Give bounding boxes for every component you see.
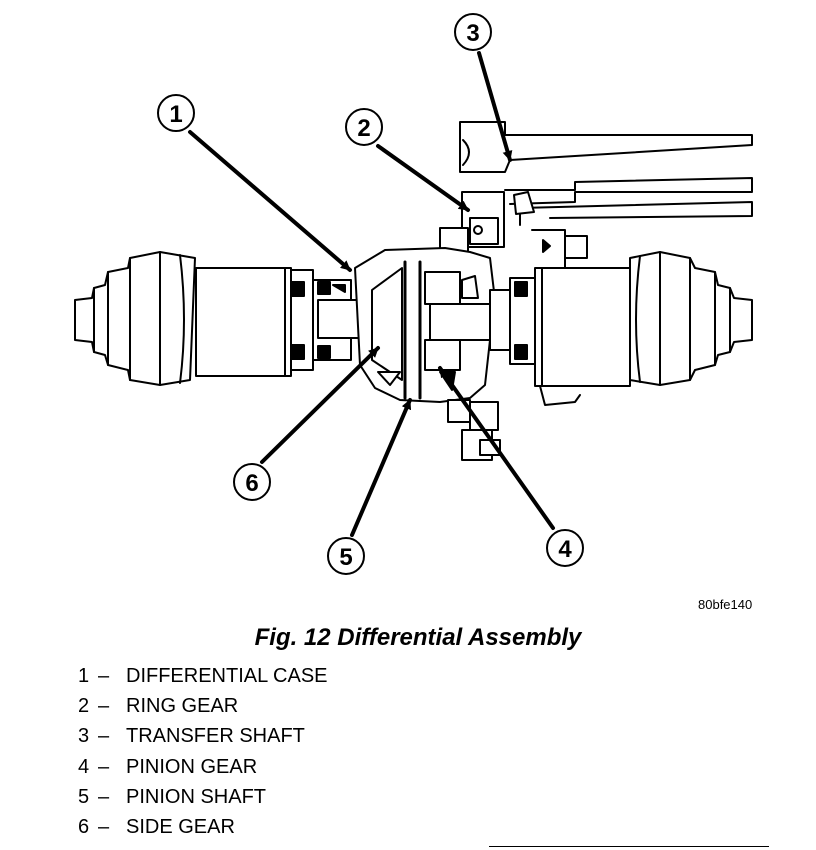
legend-list: 1–DIFFERENTIAL CASE 2–RING GEAR 3–TRANSF… xyxy=(78,663,328,844)
legend-number: 4 xyxy=(78,755,90,778)
legend-item: 2–RING GEAR xyxy=(78,693,328,723)
legend-item: 1–DIFFERENTIAL CASE xyxy=(78,663,328,693)
legend-number: 5 xyxy=(78,785,90,808)
legend-item: 4–PINION GEAR xyxy=(78,754,328,784)
right-cv-boot xyxy=(629,251,753,386)
right-axle-housing xyxy=(489,267,631,406)
callout-label-2: 2 xyxy=(357,115,370,142)
callout-4: 4 xyxy=(438,366,584,567)
legend-separator: – xyxy=(98,725,110,748)
lower-flange xyxy=(447,399,501,461)
callout-2: 2 xyxy=(345,108,470,212)
divider-line xyxy=(489,846,769,847)
callout-label-4: 4 xyxy=(558,536,572,563)
left-axle-housing xyxy=(195,267,389,377)
callout-3: 3 xyxy=(454,13,513,162)
differential-diagram: 1 2 3 4 5 6 xyxy=(74,13,753,575)
figure-caption: Fig. 12 Differential Assembly xyxy=(254,624,582,651)
legend-label: PINION SHAFT xyxy=(126,785,267,808)
legend-label: RING GEAR xyxy=(126,695,239,718)
callout-label-3: 3 xyxy=(466,20,479,47)
legend-item: 5–PINION SHAFT xyxy=(78,784,328,814)
legend-label: SIDE GEAR xyxy=(126,815,235,838)
ring-gear-bolts xyxy=(439,191,588,271)
legend-number: 2 xyxy=(78,695,90,718)
figure-code: 80bfe140 xyxy=(698,597,753,612)
legend-item: 6–SIDE GEAR xyxy=(78,814,328,844)
left-cv-boot xyxy=(74,251,196,386)
callout-label-1: 1 xyxy=(169,101,182,128)
legend-item: 3–TRANSFER SHAFT xyxy=(78,723,328,753)
legend-label: DIFFERENTIAL CASE xyxy=(126,665,328,687)
legend-label: TRANSFER SHAFT xyxy=(126,725,305,748)
callout-label-5: 5 xyxy=(339,544,352,571)
callout-6: 6 xyxy=(233,346,380,501)
callout-1: 1 xyxy=(157,94,352,272)
legend-separator: – xyxy=(98,785,110,808)
legend-number: 3 xyxy=(78,725,90,748)
legend-separator: – xyxy=(98,695,110,718)
legend-number: 6 xyxy=(78,815,90,838)
legend-separator: – xyxy=(98,755,110,778)
callout-label-6: 6 xyxy=(245,470,258,497)
legend-separator: – xyxy=(98,665,110,687)
legend-label: PINION GEAR xyxy=(126,755,258,778)
differential-case xyxy=(354,247,496,403)
legend-number: 1 xyxy=(78,665,90,687)
callout-5: 5 xyxy=(327,398,412,575)
legend-separator: – xyxy=(98,815,110,838)
transfer-shaft xyxy=(459,121,753,226)
